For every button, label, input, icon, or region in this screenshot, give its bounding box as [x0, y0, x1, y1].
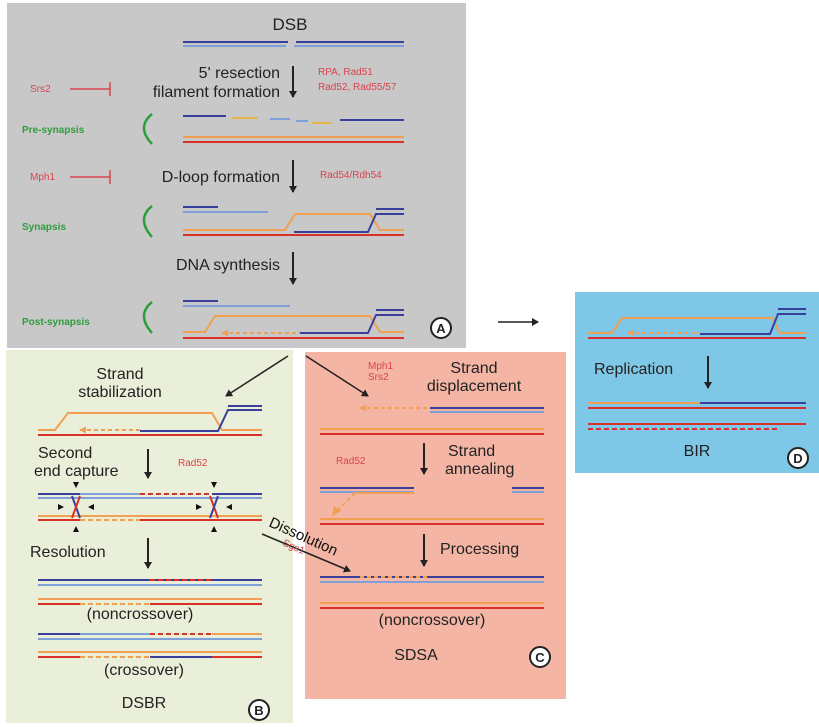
step-replication: Replication [594, 361, 673, 378]
sdsa-noncrossover-product [320, 576, 544, 609]
badge-c: C [529, 646, 551, 668]
stage-post-synapsis: Post-synapsis [22, 317, 90, 328]
sdsa-annealed-intermediate [320, 487, 544, 525]
factors-rad52-rad5557: Rad52, Rad55/57 [318, 82, 397, 93]
bracket-synapsis [142, 205, 153, 238]
post-synapsis-extended-dloop [183, 300, 404, 339]
panel-d-bir-background [575, 292, 819, 473]
sdsa-displaced-strand [320, 404, 544, 435]
step-strand-stabilization-1: Strand [96, 366, 143, 383]
factor-rad52-capture: Rad52 [178, 458, 208, 469]
bracket-pre-synapsis [142, 113, 153, 145]
arrow-to-sdsa [305, 355, 369, 397]
pathway-sdsa: SDSA [394, 647, 438, 664]
bir-dloop [588, 308, 806, 339]
badge-d: D [787, 447, 809, 469]
step-processing: Processing [440, 541, 519, 558]
step-dna-synthesis: DNA synthesis [176, 257, 280, 274]
bracket-post-synapsis [142, 301, 153, 334]
inhibitor-srs2: Srs2 [30, 84, 51, 95]
outcome-noncrossover-sdsa: (noncrossover) [379, 612, 486, 629]
outcome-noncrossover-dsbr: (noncrossover) [87, 606, 194, 623]
outcome-crossover: (crossover) [104, 662, 184, 679]
dsbr-stabilized-dloop [38, 405, 262, 436]
factors-rpa-rad51: RPA, Rad51 [318, 67, 373, 78]
step-5-resection: 5' resection [199, 65, 280, 82]
factors-rad54-rdh54: Rad54/Rdh54 [320, 170, 382, 181]
step-second-end-capture-1: Second [38, 445, 92, 462]
step-resolution: Resolution [30, 544, 106, 561]
step-strand-displacement-1: Strand [450, 360, 497, 377]
step-d-loop-formation: D-loop formation [162, 169, 280, 186]
factor-rad52-annealing: Rad52 [336, 456, 366, 467]
pathway-dsbr: DSBR [122, 695, 166, 712]
dsb-title: DSB [273, 15, 308, 34]
badge-a: A [430, 317, 452, 339]
svg-text:B: B [254, 703, 263, 718]
dsb-broken-duplex [183, 41, 404, 47]
dsbr-crossover-product [38, 633, 262, 658]
inhibition-symbol-mph1 [70, 170, 111, 184]
step-second-end-capture-2: end capture [34, 463, 119, 480]
presynapsis-duplex [183, 115, 404, 143]
step-strand-stabilization-2: stabilization [78, 384, 162, 401]
factor-srs2-sdsa: Srs2 [368, 372, 389, 383]
double-holliday-junction [38, 482, 262, 532]
pathway-bir: BIR [684, 443, 711, 460]
step-strand-displacement-2: displacement [427, 378, 522, 395]
step-filament-formation: filament formation [153, 84, 280, 101]
panel-c-sdsa-background [305, 352, 566, 699]
inhibition-symbol-srs2 [70, 82, 111, 96]
factor-mph1-sdsa: Mph1 [368, 361, 393, 372]
arrow-dissolution [261, 533, 351, 573]
badge-b: B [248, 699, 270, 721]
dsbr-noncrossover-product [38, 579, 262, 605]
stage-pre-synapsis: Pre-synapsis [22, 125, 85, 136]
stage-synapsis: Synapsis [22, 222, 66, 233]
panel-a-presynapsis-background [7, 3, 466, 348]
step-strand-annealing-1: Strand [448, 443, 495, 460]
arrow-to-dsbr [225, 355, 289, 397]
svg-text:A: A [436, 321, 446, 336]
bir-product [588, 402, 806, 430]
step-strand-annealing-2: annealing [445, 461, 514, 478]
svg-text:D: D [793, 451, 802, 466]
svg-text:C: C [535, 650, 545, 665]
inhibitor-mph1: Mph1 [30, 172, 55, 183]
synapsis-dloop [183, 206, 404, 236]
